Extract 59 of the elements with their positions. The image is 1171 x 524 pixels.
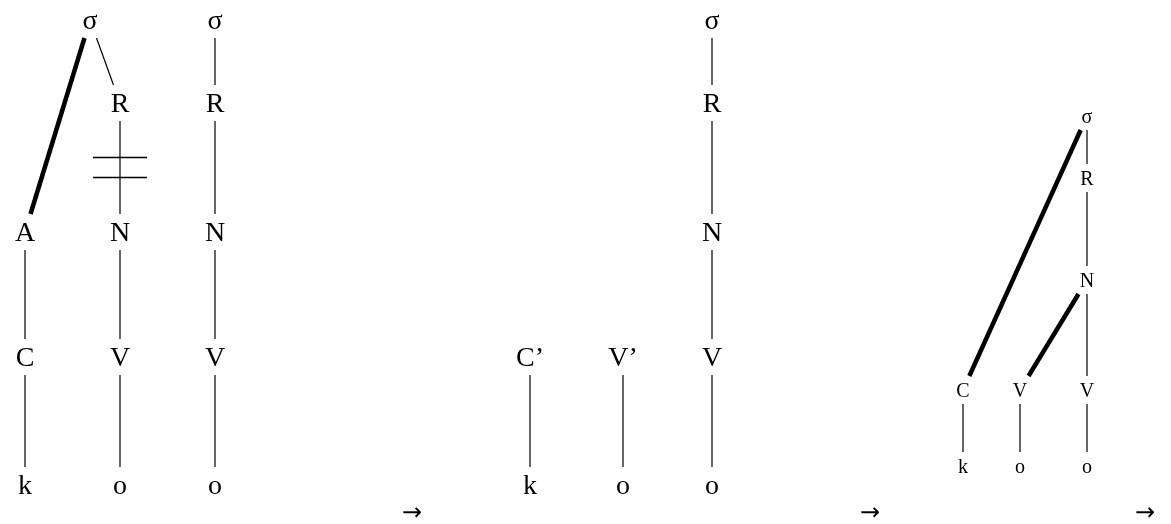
tree-node-label: o (110, 467, 130, 503)
tree-node-label: V (698, 339, 726, 375)
tree-node-label: C (953, 376, 973, 404)
tree-node-label: σ (701, 2, 723, 38)
tree-node-label: V (106, 339, 134, 375)
tree-node-label: C (12, 339, 38, 375)
tree-node-label: σ (79, 2, 101, 38)
tree-node-label: o (1012, 452, 1028, 480)
tree-node-label: R (202, 85, 228, 121)
tree-branch-line (1086, 191, 1088, 267)
tree-node-label: R (107, 85, 133, 121)
tree-branch-line (119, 374, 121, 468)
tree-node-label: k (15, 467, 35, 503)
transition-arrow: → (1134, 500, 1156, 524)
tree-branch-line (711, 249, 713, 340)
tree-branch-line (24, 249, 26, 340)
tree-branch-line (214, 37, 216, 86)
tree-branch-line (28, 37, 87, 215)
tree-node-label: N (1076, 266, 1098, 294)
tree-branch-line (119, 249, 121, 340)
tree-node-label: o (702, 467, 722, 503)
tree-branch-line (711, 120, 713, 215)
tree-node-label: o (613, 467, 633, 503)
tree-node-label: o (1079, 452, 1095, 480)
tree-branch-line (1026, 292, 1081, 378)
tree-branch-line (1086, 403, 1088, 453)
tree-branch-line (962, 403, 964, 453)
tree-node-label: R (1077, 164, 1097, 192)
tree-branch-line (1086, 129, 1088, 165)
tree-branch-line (24, 374, 26, 468)
tree-branch-line (711, 37, 713, 86)
tree-node-label: R (699, 85, 725, 121)
tree-node-label: N (201, 214, 229, 250)
tree-node-label: N (106, 214, 134, 250)
tree-branch-line (1086, 293, 1088, 377)
tree-branch-line (1019, 403, 1021, 453)
tree-node-label: V (201, 339, 229, 375)
tree-node-label: σ (1078, 102, 1096, 130)
tree-node-label: A (11, 214, 39, 250)
tree-node-label: V (1076, 376, 1098, 404)
transition-arrow: → (859, 500, 881, 524)
tree-branch-line (214, 249, 216, 340)
tree-node-label: σ (204, 2, 226, 38)
tree-branch-line (622, 374, 624, 468)
transition-arrow: → (401, 500, 423, 524)
tree-branch-line (711, 374, 713, 468)
tree-node-label: k (955, 452, 971, 480)
tree-branch-line (119, 120, 121, 215)
tree-branch-line (967, 129, 1083, 377)
tree-branch-line (214, 120, 216, 215)
tree-node-label: V (1009, 376, 1031, 404)
tree-branch-line (95, 37, 115, 86)
tree-branch-line (214, 374, 216, 468)
tree-branch-line (529, 374, 531, 468)
tree-node-label: k (520, 467, 540, 503)
tree-node-label: o (205, 467, 225, 503)
tree-node-label: C’ (513, 339, 547, 375)
tree-node-label: N (698, 214, 726, 250)
tree-node-label: V’ (605, 339, 641, 375)
